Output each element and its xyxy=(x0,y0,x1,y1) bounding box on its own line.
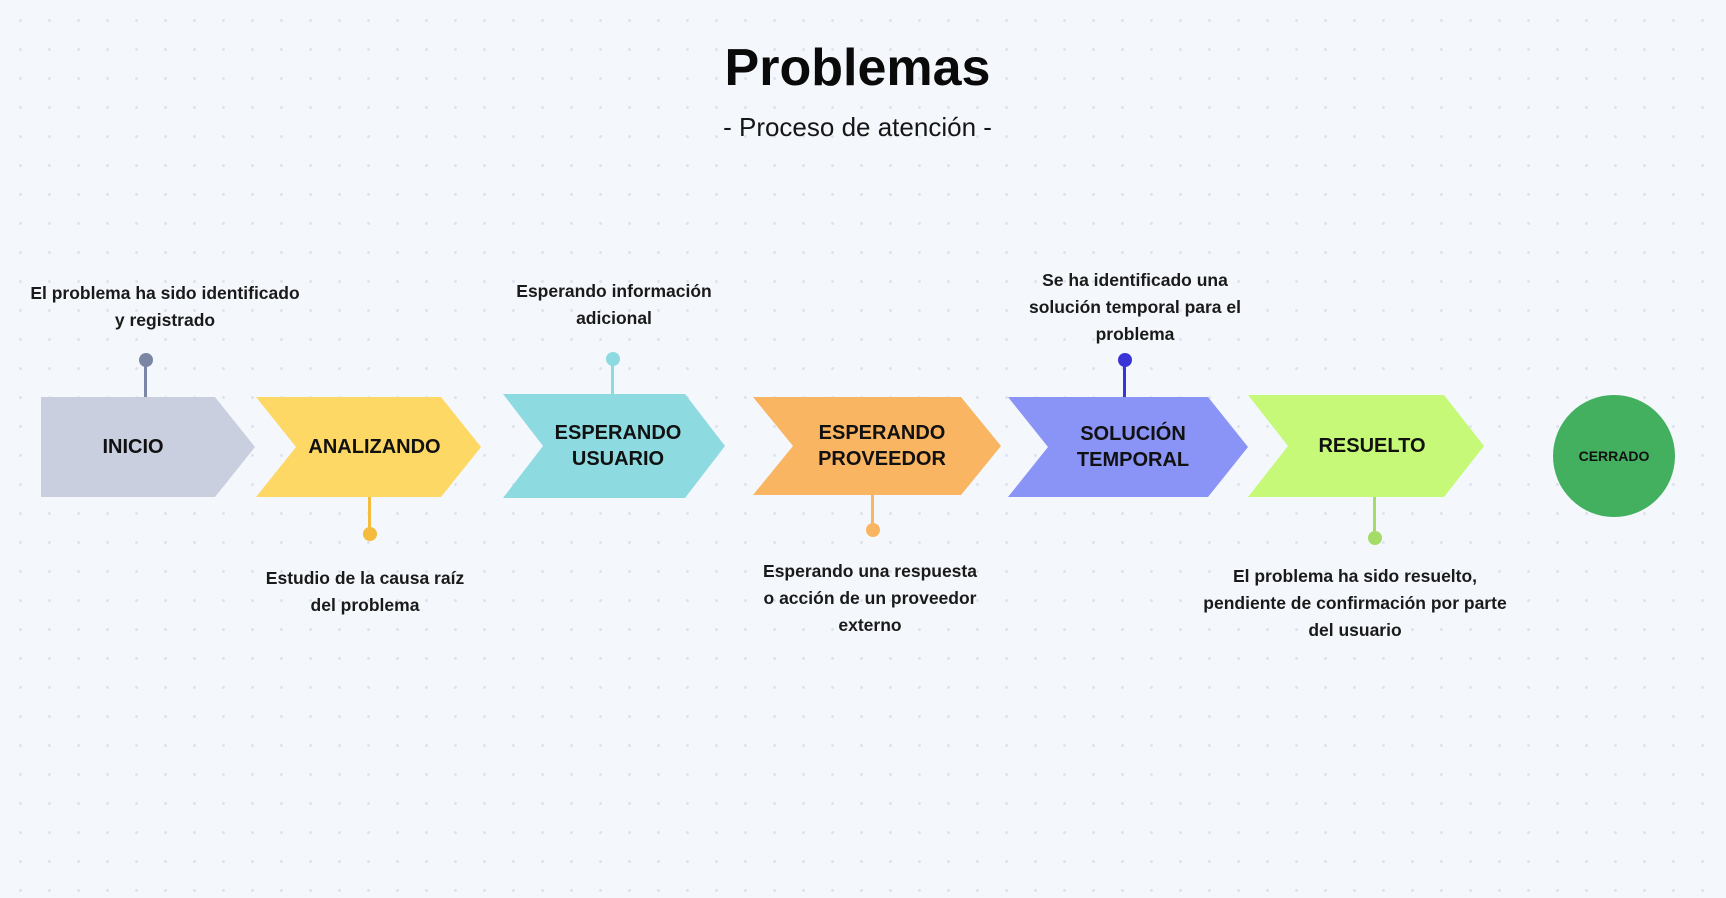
pin-dot xyxy=(1368,531,1382,545)
stage-esperando-usuario: ESPERANDO USUARIO xyxy=(503,394,725,498)
diagram-title: Problemas xyxy=(724,39,991,97)
stage-shape xyxy=(41,397,255,497)
end-state-label: CERRADO xyxy=(1578,448,1650,464)
end-state-cerrado: CERRADO xyxy=(1553,395,1675,517)
stage-resuelto: RESUELTO xyxy=(1248,395,1484,497)
stage-esperando-proveedor: ESPERANDO PROVEEDOR xyxy=(753,397,1001,495)
stage-shape xyxy=(1008,397,1248,497)
pin-line xyxy=(1373,497,1376,531)
stage-note-analizando: Estudio de la causa raíz del problema xyxy=(265,568,465,615)
pin-dot xyxy=(866,523,880,537)
pin-line xyxy=(871,495,874,525)
pin-line xyxy=(368,497,371,528)
pin-line xyxy=(611,360,614,394)
stage-label: ESPERANDO PROVEEDOR xyxy=(818,422,946,470)
pin-dot xyxy=(606,352,620,366)
diagram-subtitle: - Proceso de atención - xyxy=(723,112,992,142)
stage-shape xyxy=(503,394,725,498)
stage-label: RESUELTO xyxy=(1318,435,1426,457)
pin-dot xyxy=(1118,353,1132,367)
stage-note-esperando-usuario: Esperando información adicional xyxy=(516,281,712,328)
stage-shape xyxy=(256,397,481,497)
pin-line xyxy=(1123,361,1126,397)
stage-solucion-temporal: SOLUCIÓN TEMPORAL xyxy=(1008,397,1248,497)
stage-inicio: INICIO xyxy=(41,397,255,497)
stage-label: INICIO xyxy=(102,436,164,458)
stage-note-solucion-temporal: Se ha identificado una solución temporal… xyxy=(1029,270,1241,344)
pin-line xyxy=(144,361,147,397)
stage-note-esperando-proveedor: Esperando una respuesta o acción de un p… xyxy=(763,561,977,635)
pin-dot xyxy=(363,527,377,541)
stage-note-resuelto: El problema ha sido resuelto, pendiente … xyxy=(1203,566,1507,640)
stage-label: ESPERANDO USUARIO xyxy=(554,422,682,470)
stage-analizando: ANALIZANDO xyxy=(256,397,481,497)
pin-dot xyxy=(139,353,153,367)
stage-shape xyxy=(753,397,1001,495)
stage-label: SOLUCIÓN TEMPORAL xyxy=(1076,423,1190,471)
stage-shape xyxy=(1248,395,1484,497)
stage-label: ANALIZANDO xyxy=(308,436,441,458)
stage-note-inicio: El problema ha sido identificado y regis… xyxy=(30,283,300,330)
